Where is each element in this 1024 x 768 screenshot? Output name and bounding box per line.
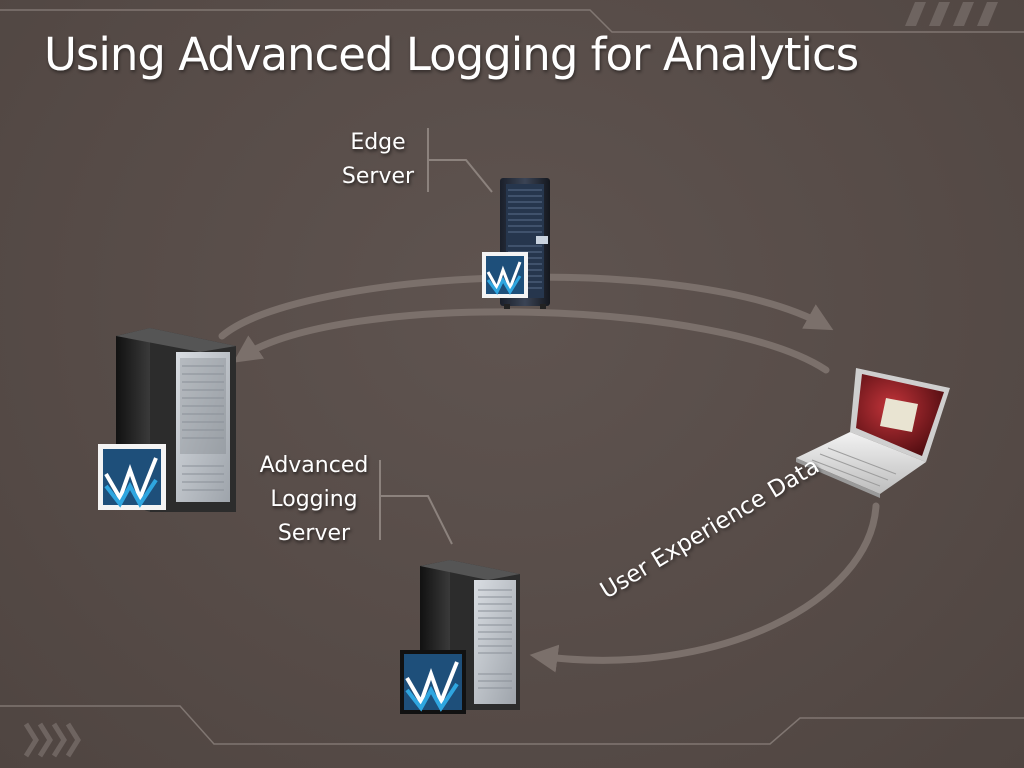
iis-media-logo-icon [98, 444, 166, 510]
advanced-logging-label-line: Logging [270, 487, 358, 512]
edge-server-label: Edge Server [330, 126, 426, 194]
advanced-logging-label-line: Advanced [259, 453, 369, 478]
slide-title: Using Advanced Logging for Analytics [44, 28, 859, 81]
arrow-client-to-logging [529, 502, 880, 673]
advanced-logging-server-label: Advanced Logging Server [252, 449, 376, 551]
arrow-client-to-origin [233, 308, 830, 374]
laptop-client-icon [796, 368, 950, 498]
edge-server-label-line: Server [341, 164, 415, 189]
chevrons-icon [23, 722, 81, 758]
callout-lines [379, 128, 493, 545]
iis-media-logo-icon [482, 252, 528, 298]
frame-decoration [0, 9, 1024, 745]
advanced-logging-label-line: Server [277, 521, 351, 546]
iis-media-logo-icon [400, 650, 466, 714]
edge-server-label-line: Edge [350, 130, 406, 155]
corner-stripes-icon [905, 2, 998, 26]
